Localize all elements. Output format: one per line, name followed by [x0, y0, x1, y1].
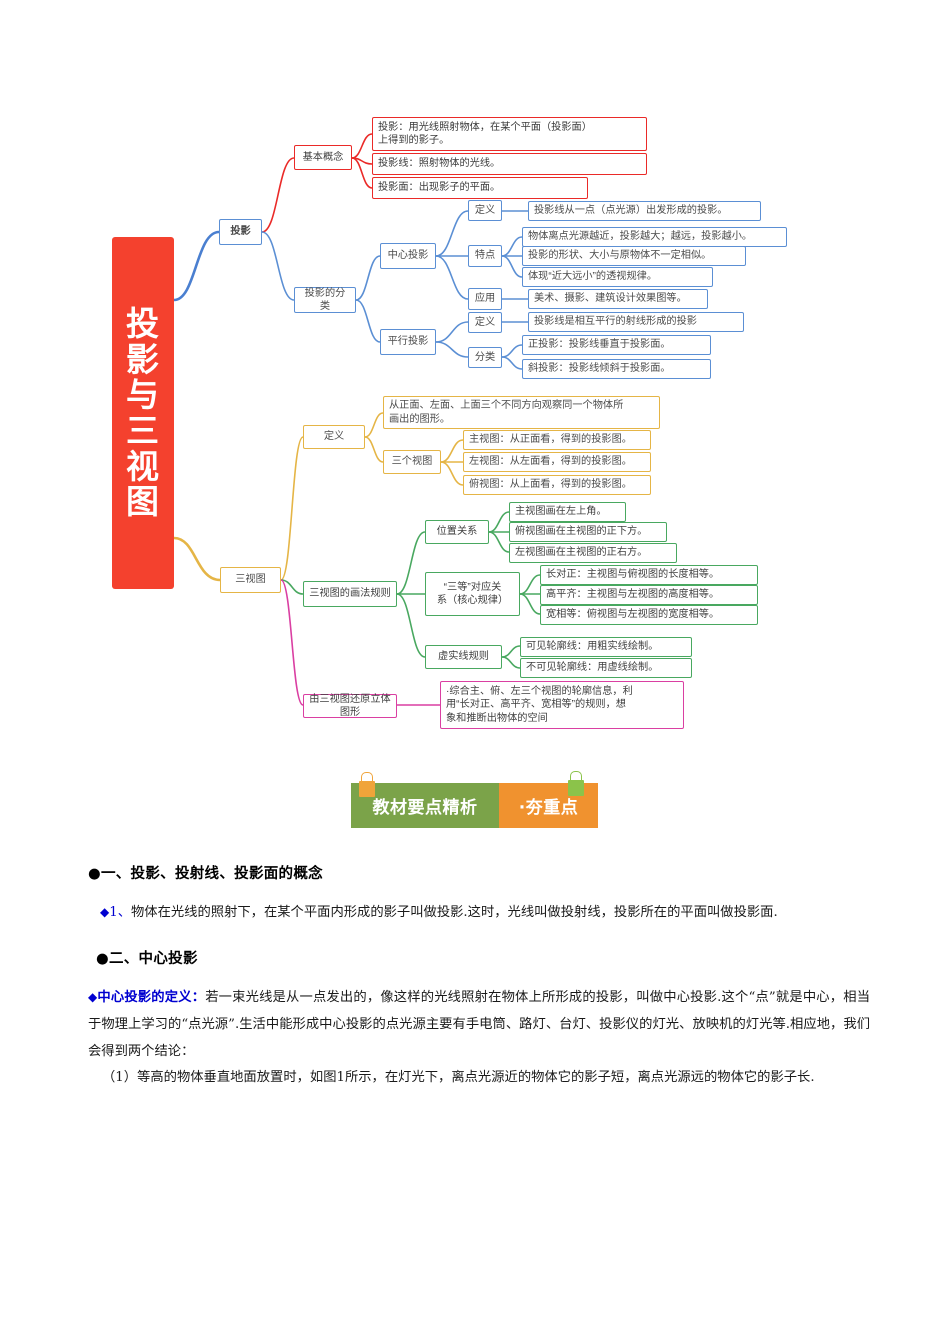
section1-heading: ●一、投影、投射线、投影面的概念 — [88, 866, 323, 882]
leaf-parallel-def-0: 投影线是相互平行的射线形成的投影 — [528, 312, 744, 332]
leaf-pos-0: 主视图画在左上角。 — [509, 502, 626, 522]
node-central-application: 应用 — [468, 288, 502, 310]
leaf-tv-def-0: 从正面、左面、上面三个不同方向观察同一个物体所 画出的图形。 — [383, 396, 660, 429]
root-char-3: 三 — [126, 411, 160, 450]
node-classification: 投影的分类 — [294, 287, 356, 313]
banner-left-text: 教材要点精析 — [351, 783, 499, 828]
binder-clip-green-icon — [566, 771, 586, 797]
leaf-line-0: 可见轮廓线：用粗实线绘制。 — [520, 637, 692, 657]
mindmap-root-title: 投 影 与 三 视 图 — [112, 237, 174, 589]
node-tv-definition: 定义 — [303, 425, 365, 449]
root-char-1: 影 — [126, 339, 160, 379]
mindmap-diagram: 投 影 与 三 视 图 投影 基本概念 投影：用光线照射物体，在某个平面（投影面… — [112, 117, 787, 729]
leaf-basic-0: 投影：用光线照射物体，在某个平面（投影面） 上得到的影子。 — [372, 117, 647, 151]
node-parallel-projection: 平行投影 — [380, 329, 436, 355]
leaf-central-feat-0: 物体离点光源越近，投影越大；越远，投影越小。 — [522, 227, 787, 247]
banner-right-text: ·夯重点 — [499, 783, 598, 828]
leaf-tvg-2: 俯视图：从上面看，得到的投影图。 — [463, 475, 651, 495]
section2-item1: （1）等高的物体垂直地面放置时，如图1所示，在灯光下，离点光源近的物体它的影子短… — [102, 1070, 815, 1086]
root-char-2: 与 — [126, 375, 160, 415]
leaf-parallel-cat-0: 正投影：投影线垂直于投影面。 — [522, 335, 711, 355]
section1-paragraph: ◆1、物体在光线的照射下，在某个平面内形成的影子叫做投影.这时，光线叫做投射线，… — [88, 900, 870, 927]
section-banner: 教材要点精析 ·夯重点 — [351, 771, 598, 828]
leaf-central-app-0: 美术、摄影、建筑设计效果图等。 — [528, 289, 708, 309]
section2-heading: ●二、中心投影 — [96, 950, 198, 967]
diamond-bullet-icon: ◆ — [100, 905, 110, 919]
leaf-pos-2: 左视图画在主视图的正右方。 — [509, 543, 677, 563]
document-body: ●一、投影、投射线、投影面的概念 ◆1、物体在光线的照射下，在某个平面内形成的影… — [88, 862, 870, 1092]
section1-body: 物体在光线的照射下，在某个平面内形成的影子叫做投影.这时，光线叫做投射线，投影所… — [131, 905, 778, 920]
section2-term: 中心投影的定义： — [97, 989, 206, 1005]
leaf-parallel-cat-1: 斜投影：投影线倾斜于投影面。 — [522, 359, 711, 379]
leaf-basic-2: 投影面：出现影子的平面。 — [372, 177, 588, 199]
diamond-bullet-icon-2: ◆ — [88, 989, 98, 1004]
leaf-restore-0: ·综合主、俯、左三个视图的轮廓信息，利 用“长对正、高平齐、宽相等”的规则，想 … — [440, 681, 684, 729]
leaf-eq-1: 高平齐：主视图与左视图的高度相等。 — [540, 585, 758, 605]
root-char-0: 投 — [126, 304, 160, 344]
leaf-tvg-1: 左视图：从左面看，得到的投影图。 — [463, 452, 651, 472]
section1-number: 1、 — [109, 905, 131, 920]
binder-clip-orange-icon — [357, 772, 377, 798]
node-basic-concepts: 基本概念 — [294, 145, 352, 170]
node-parallel-definition: 定义 — [468, 312, 502, 333]
leaf-eq-2: 宽相等：俯视图与左视图的宽度相等。 — [540, 605, 758, 625]
node-central-feature: 特点 — [468, 245, 502, 267]
node-three-view-group: 三个视图 — [383, 450, 441, 474]
node-central-definition: 定义 — [468, 200, 502, 221]
leaf-tvg-0: 主视图：从正面看，得到的投影图。 — [463, 430, 651, 450]
leaf-central-feat-2: 体现“近大远小”的透视规律。 — [522, 267, 713, 287]
section2-body: 若一束光线是从一点发出的，像这样的光线照射在物体上所形成的投影，叫做中心投影.这… — [88, 989, 870, 1059]
leaf-basic-1: 投影线：照射物体的光线。 — [372, 153, 647, 175]
leaf-eq-0: 长对正：主视图与俯视图的长度相等。 — [540, 565, 758, 585]
node-line-rules: 虚实线规则 — [425, 645, 502, 669]
node-restore-solid: 由三视图还原立体图形 — [303, 694, 397, 718]
leaf-pos-1: 俯视图画在主视图的正下方。 — [509, 522, 667, 542]
root-char-4: 视 — [126, 446, 160, 486]
section2-definition-paragraph: ◆中心投影的定义：若一束光线是从一点发出的，像这样的光线照射在物体上所形成的投影… — [88, 985, 870, 1066]
node-drawing-rules: 三视图的画法规则 — [303, 581, 397, 607]
node-three-equal: “三等”对应关 系（核心规律） — [425, 572, 520, 616]
node-position-relation: 位置关系 — [425, 520, 489, 544]
node-projection: 投影 — [219, 219, 262, 245]
leaf-line-1: 不可见轮廓线：用虚线绘制。 — [520, 658, 692, 678]
node-three-views: 三视图 — [220, 567, 281, 593]
node-parallel-category: 分类 — [468, 347, 502, 368]
leaf-central-feat-1: 投影的形状、大小与原物体不一定相似。 — [522, 246, 746, 266]
root-char-5: 图 — [126, 482, 160, 522]
leaf-central-def-0: 投影线从一点（点光源）出发形成的投影。 — [528, 201, 761, 221]
node-central-projection: 中心投影 — [380, 243, 436, 269]
